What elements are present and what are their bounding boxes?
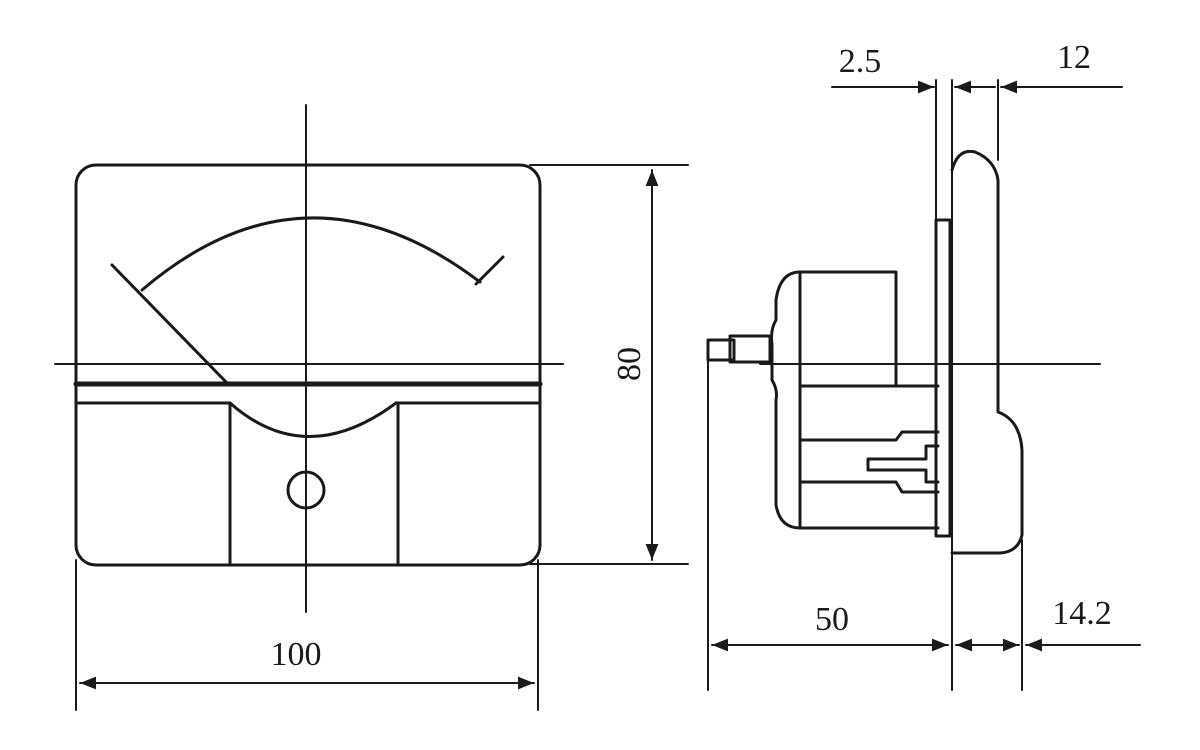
- plate-dimension-label: 2.5: [839, 43, 882, 80]
- terminal-stud: [728, 334, 772, 364]
- side-view: 2.5 12 50 14.2: [706, 39, 1141, 691]
- bezel-outline: [950, 149, 1024, 555]
- lower-slot-bottom: [798, 480, 940, 494]
- lower-slot-top: [798, 430, 940, 442]
- body-depth-dimension-label: 50: [815, 601, 849, 638]
- scale-arc: [140, 216, 482, 292]
- width-dimension-label: 100: [271, 636, 322, 673]
- scale-end-tick: [474, 255, 505, 286]
- height-dimension-label: 80: [611, 347, 648, 381]
- front-depth-dimension-label: 14.2: [1052, 595, 1112, 632]
- upper-block: [798, 270, 898, 388]
- clip-tab: [866, 444, 940, 484]
- panel-plate: [934, 218, 952, 538]
- pointer-needle: [110, 263, 230, 386]
- center-scoop: [228, 401, 398, 438]
- flange-dimension-label: 12: [1057, 39, 1091, 76]
- rear-cap-outline: [770, 270, 802, 530]
- zero-adjust-screw: [286, 470, 326, 510]
- terminal-stud-tip: [706, 338, 736, 362]
- front-view: 100 80: [54, 104, 689, 711]
